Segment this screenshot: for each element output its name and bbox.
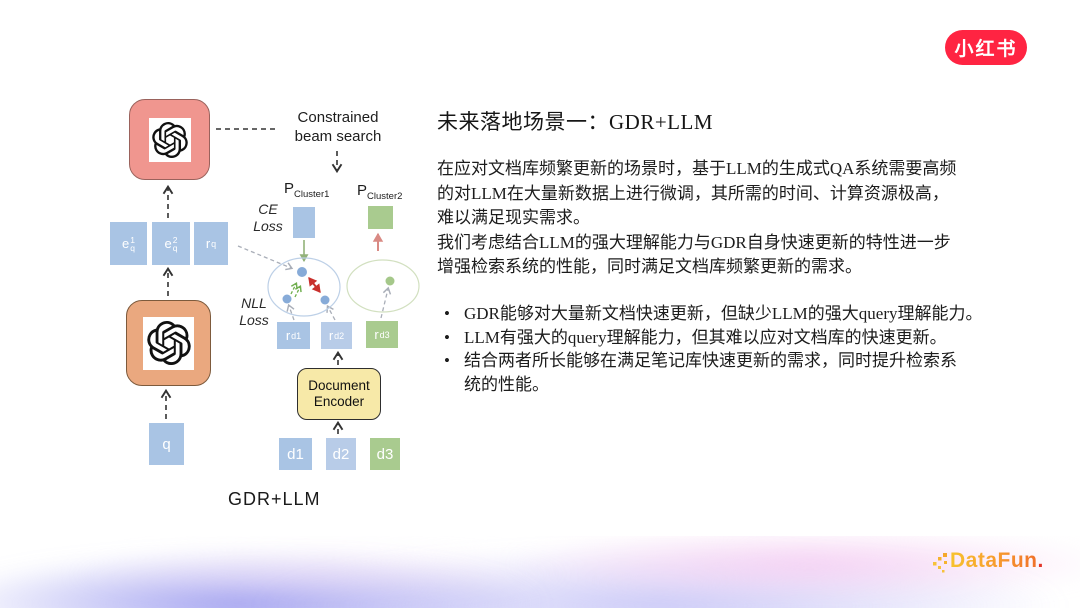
paragraph-1: 在应对文档库频繁更新的场景时，基于LLM的生成式QA系统需要高频的对LLM在大量… (437, 159, 957, 227)
cluster1-ellipse (267, 257, 341, 317)
p-cluster2-label: PCluster2 (357, 182, 403, 202)
xiaohongshu-logo-text: 小红书 (954, 39, 1018, 60)
arrow-green-pull-2 (294, 284, 302, 298)
bullet-item: LLM有强大的query理解能力，但其难以应对文档库的快速更新。 (437, 326, 1029, 350)
pcluster2-box (368, 206, 393, 229)
arrow-rd2-to-dot (326, 304, 336, 321)
d1-box: d1 (279, 438, 312, 470)
openai-icon (143, 316, 194, 370)
bullet-list: GDR能够对大量新文档快速更新，但缺少LLM的强大query理解能力。 LLM有… (437, 302, 1029, 396)
cluster1-dot-top (297, 267, 307, 277)
pcluster1-box (293, 207, 315, 238)
wave-blob-faint (60, 544, 580, 604)
datafun-logo: DataFun. (933, 549, 1043, 575)
wave-blob-pink (500, 536, 1080, 600)
llm-node-bottom (126, 300, 211, 386)
llm-node-top (129, 99, 210, 180)
datafun-pixels-icon (933, 553, 947, 573)
cluster2-dot (385, 276, 395, 286)
page-title: 未来落地场景一：GDR+LLM (437, 110, 714, 134)
arrow-red-contrast (308, 277, 321, 293)
paragraph-2: 我们考虑结合LLM的强大理解能力与GDR自身快速更新的特性进一步增强检索系统的性… (437, 232, 951, 277)
p-cluster1-label: PCluster1 (284, 180, 330, 200)
datafun-logo-dot: . (1037, 549, 1044, 572)
body-text: 在应对文档库频繁更新的场景时，基于LLM的生成式QA系统需要高频的对LLM在大量… (437, 157, 1029, 280)
arrow-rd3-to-dot (380, 286, 392, 319)
d2-box: d2 (326, 438, 356, 470)
cluster1-dot-right (320, 295, 330, 305)
xiaohongshu-logo: 小红书 (945, 30, 1027, 65)
openai-icon (148, 117, 191, 162)
d3-box: d3 (370, 438, 400, 470)
datafun-logo-text: DataFun (950, 549, 1038, 572)
bullet-item: GDR能够对大量新文档快速更新，但缺少LLM的强大query理解能力。 (437, 302, 1029, 326)
arrow-green-pull-1 (290, 281, 298, 295)
footer-gradient-wave (0, 536, 1080, 608)
arrow-rd1-to-dot (286, 303, 295, 321)
cluster1-dot-left (282, 294, 292, 304)
cluster2-ellipse (346, 259, 420, 313)
arrow-rq-to-cluster1 (237, 245, 294, 271)
diagram-caption: GDR+LLM (228, 489, 321, 509)
query-box: q (149, 423, 184, 465)
